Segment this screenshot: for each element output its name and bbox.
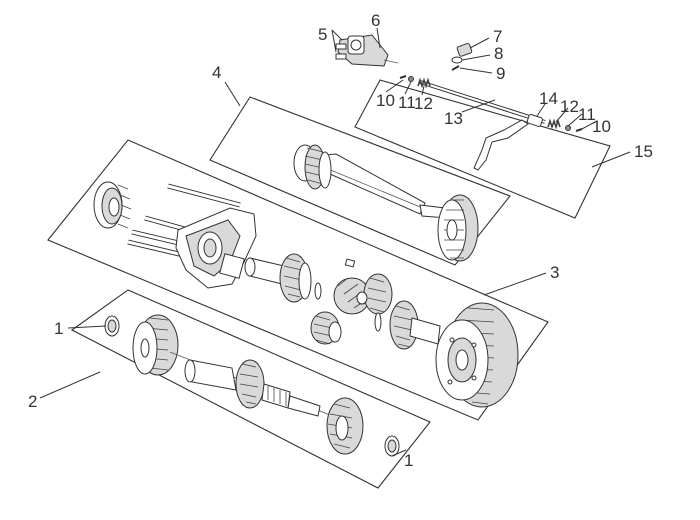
leader-10b (579, 121, 596, 131)
shift-fork-housing (337, 34, 399, 67)
snap-ring-3a (314, 282, 322, 300)
large-gear-4 (437, 194, 479, 262)
leader-4 (224, 81, 241, 107)
gear-shaft-3 (244, 253, 312, 303)
shift-fork-14 (473, 114, 543, 171)
ball-11-left (408, 76, 414, 82)
spring-12-right (547, 118, 561, 130)
leader-10a (385, 79, 404, 93)
leader-13 (461, 99, 496, 113)
gear-carrier-housing (175, 207, 257, 289)
leader-1a (67, 325, 107, 329)
washer-1-right (384, 435, 400, 457)
spring-cap-7 (456, 42, 473, 57)
callout-labels: 5 6 7 8 9 10 11 12 13 14 12 11 10 15 4 3… (28, 11, 653, 470)
callout-11-left: 11 (398, 93, 416, 112)
callout-12-right: 12 (560, 97, 579, 116)
callout-1-left: 1 (54, 319, 63, 338)
spring-12-left (417, 77, 431, 89)
pin-10-left (399, 75, 407, 79)
callout-8: 8 (494, 44, 503, 63)
callout-2: 2 (28, 392, 37, 411)
leader-11b (567, 113, 583, 127)
leader-5a (331, 29, 343, 41)
callout-10-right: 10 (592, 117, 611, 136)
bevel-gear-2 (326, 397, 364, 455)
pinion-shaft-2 (169, 351, 331, 417)
final-gear-3 (435, 302, 519, 408)
leader-1b (391, 449, 407, 457)
callout-7: 7 (493, 27, 502, 46)
cluster-gear-3 (333, 258, 393, 315)
leader-6 (376, 27, 381, 49)
leader-9 (459, 67, 493, 74)
callout-5: 5 (318, 25, 327, 44)
leader-8 (461, 54, 491, 61)
callout-13: 13 (444, 109, 463, 128)
leader-2 (39, 371, 101, 399)
callout-4: 4 (212, 63, 221, 82)
callout-14: 14 (539, 89, 558, 108)
leader-7 (469, 37, 490, 49)
callout-6: 6 (371, 11, 380, 30)
leader-12a (421, 85, 425, 96)
washer-8 (451, 56, 463, 64)
gear-3-mid (389, 300, 441, 350)
leader-11a (404, 81, 412, 95)
snap-ring-3b (374, 312, 382, 332)
callout-3: 3 (550, 263, 559, 282)
leader-5b (331, 29, 337, 53)
shaft-4 (293, 144, 448, 219)
ball-11-right (565, 125, 571, 131)
callout-9: 9 (496, 64, 505, 83)
panel-4-shaft-assembly (209, 96, 511, 266)
pin-9 (451, 65, 460, 71)
gear-2-left (132, 314, 179, 376)
leader-lines (39, 27, 631, 457)
callout-11-right: 11 (578, 105, 596, 124)
panel-15-shift-assembly (354, 79, 611, 219)
callout-1-right: 1 (404, 451, 413, 470)
washer-1-left (104, 315, 120, 337)
small-gear-3 (310, 311, 342, 345)
panel-3-gear-assembly (47, 139, 549, 421)
leader-14 (536, 103, 546, 117)
leader-3 (483, 272, 547, 296)
bolt-5 (335, 43, 347, 60)
leader-15 (591, 151, 631, 168)
bearing-ring-3 (93, 181, 132, 229)
panel-2-shaft-assembly (70, 289, 431, 489)
callout-10-left: 10 (376, 91, 395, 110)
shift-rod-13 (419, 80, 546, 124)
leader-12b (555, 107, 569, 123)
callout-15: 15 (634, 142, 653, 161)
callout-12-left: 12 (414, 94, 433, 113)
